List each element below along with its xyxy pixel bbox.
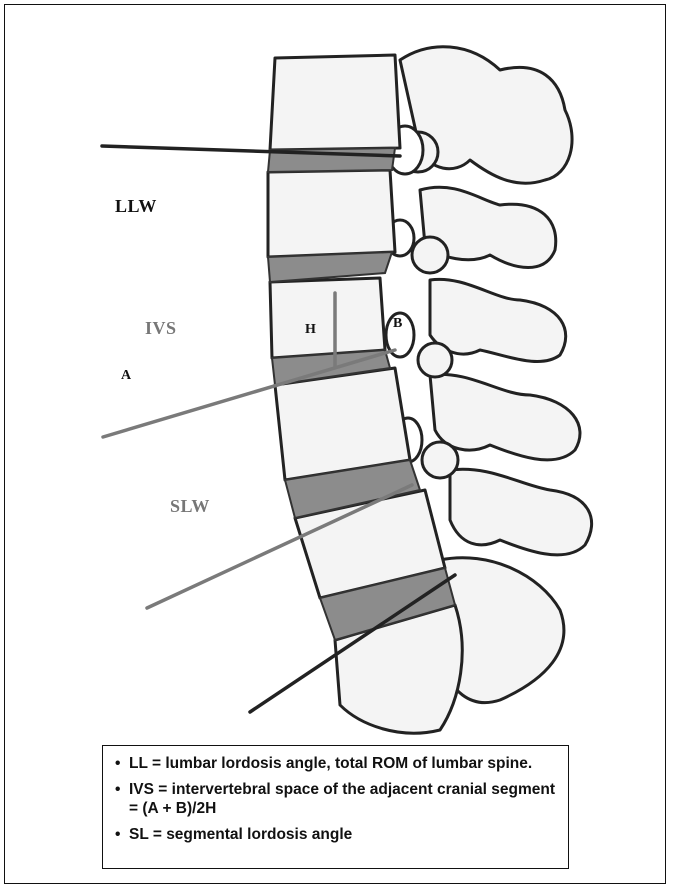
legend-text: LL = lumbar lordosis angle, total ROM of… — [129, 755, 532, 772]
bullet-icon: • — [115, 825, 120, 844]
legend-item-sl: • SL = segmental lordosis angle — [115, 825, 558, 844]
bullet-icon: • — [115, 754, 120, 773]
point-a-label: A — [121, 368, 132, 384]
ivs-label: IVS — [145, 318, 177, 339]
llw-label: LLW — [115, 196, 157, 217]
facet-joint-3 — [418, 343, 452, 377]
facet-joint-4 — [422, 442, 458, 478]
vertebra-l3 — [270, 278, 385, 358]
legend-item-ivs: • IVS = intervertebral space of the adja… — [115, 780, 558, 818]
legend-text: IVS = intervertebral space of the adjace… — [129, 781, 555, 817]
spinous-process-3 — [430, 279, 566, 361]
legend-text: SL = segmental lordosis angle — [129, 826, 352, 843]
facet-joint-2 — [412, 237, 448, 273]
legend-box: • LL = lumbar lordosis angle, total ROM … — [102, 745, 569, 869]
legend-item-ll: • LL = lumbar lordosis angle, total ROM … — [115, 754, 558, 773]
height-h-label: H — [305, 322, 316, 338]
vertebra-l2 — [268, 170, 395, 257]
bullet-icon: • — [115, 780, 120, 799]
vertebra-l1 — [270, 55, 400, 150]
point-b-label: B — [393, 316, 403, 332]
slw-label: SLW — [170, 496, 210, 517]
spinous-process-5 — [450, 469, 592, 555]
